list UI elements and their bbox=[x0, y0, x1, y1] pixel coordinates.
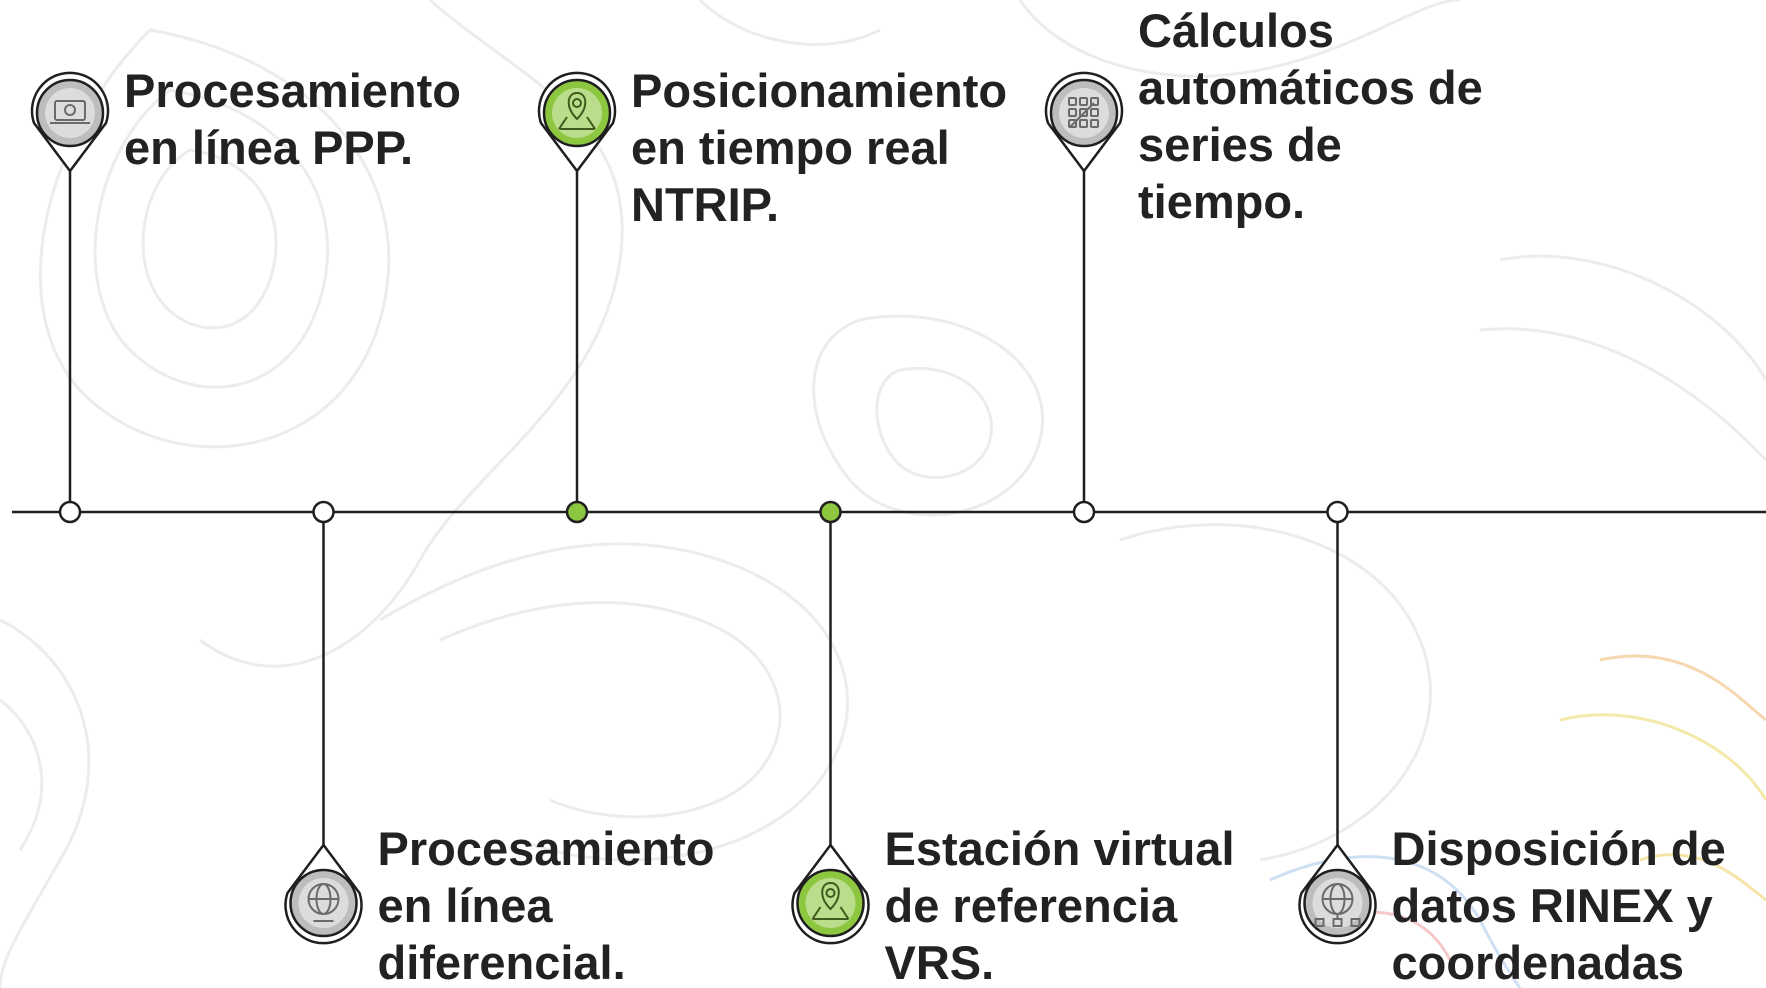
milestone bbox=[284, 500, 363, 945]
milestone-pin bbox=[537, 71, 617, 174]
milestone-pin bbox=[791, 842, 870, 945]
calculator-icon bbox=[1068, 97, 1099, 128]
milestone-label: Estación virtual de referencia VRS. bbox=[884, 822, 1235, 988]
milestone bbox=[1044, 71, 1124, 524]
milestone-pin bbox=[1298, 842, 1377, 945]
map-pin-icon bbox=[811, 881, 850, 920]
globe-network-icon bbox=[1314, 883, 1361, 927]
milestone-pin bbox=[30, 71, 110, 174]
milestone bbox=[791, 500, 870, 945]
map-pin-icon bbox=[558, 91, 596, 130]
milestone-pin bbox=[1044, 71, 1124, 174]
milestone-label: Posicionamiento en tiempo real NTRIP. bbox=[631, 64, 1008, 231]
milestone-node bbox=[1072, 500, 1096, 524]
milestone bbox=[30, 71, 110, 524]
milestone-label: Cálculos automáticos de series de tiempo… bbox=[1138, 4, 1483, 228]
milestone-label: Procesamiento en línea diferencial. bbox=[377, 822, 715, 988]
milestone-node bbox=[312, 500, 335, 524]
milestone-node bbox=[565, 500, 589, 524]
pin-inner bbox=[1312, 878, 1363, 928]
pin-inner bbox=[805, 878, 856, 928]
milestone-label: Disposición de datos RINEX y coordenadas bbox=[1391, 822, 1726, 988]
milestone bbox=[537, 71, 617, 524]
pin-inner bbox=[45, 88, 95, 138]
milestone-pin bbox=[284, 842, 363, 945]
laptop-sync-icon bbox=[50, 100, 90, 124]
milestone bbox=[1298, 500, 1377, 945]
pin-inner bbox=[552, 88, 602, 138]
globe-icon bbox=[307, 883, 340, 922]
milestone-node bbox=[58, 500, 82, 524]
milestone-node bbox=[819, 500, 842, 524]
milestone-node bbox=[1326, 500, 1349, 524]
milestone-label: Procesamiento en línea PPP. bbox=[124, 64, 461, 174]
